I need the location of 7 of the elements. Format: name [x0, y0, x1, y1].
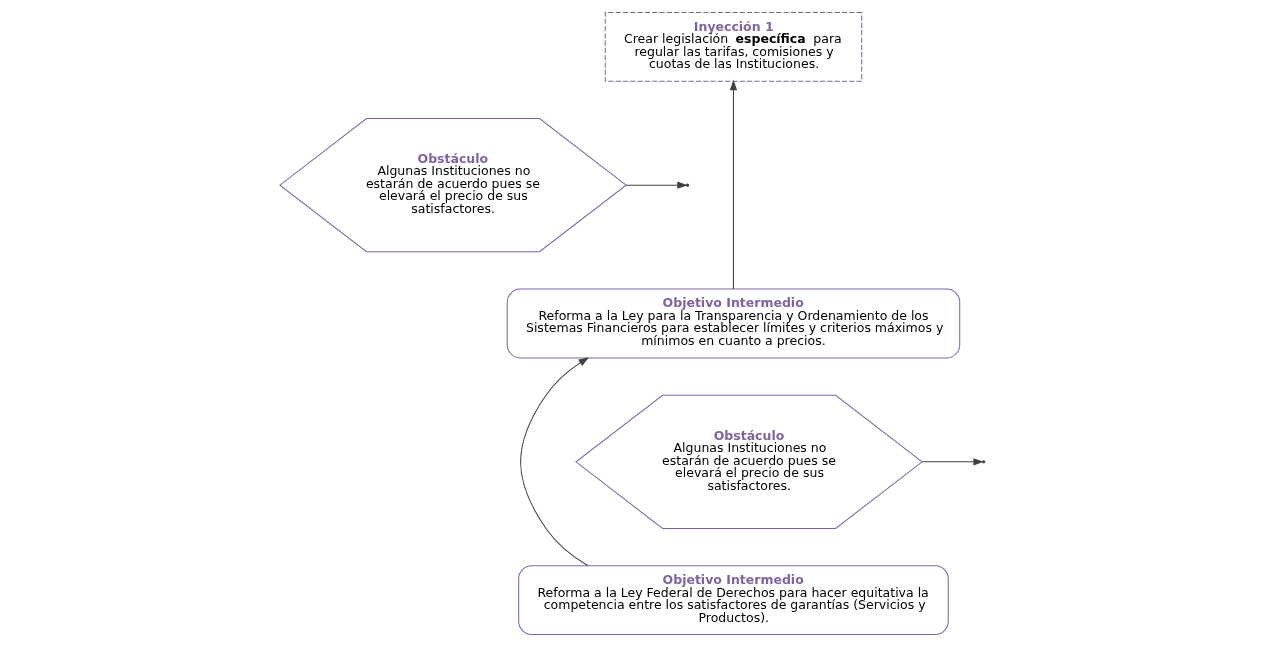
arrow [625, 181, 688, 189]
node-box: Objetivo Intermedio Reforma a la Ley para la Transparencia y Ordenamiento de los Sistemas Financieros para establecer límites y criterios máximos y mínimos en cuanto a precios. [506, 288, 960, 359]
arrow [921, 458, 984, 466]
arrow [519, 357, 589, 567]
node-box: Inyección 1 Crear legislación específica para regular las tarifas, comisiones y cuotas de las Instituciones. [604, 11, 862, 82]
arrow [729, 79, 737, 290]
node-box: Objetivo Intermedio Reforma a la Ley Federal de Derechos para hacer equitativa la competencia entre los satisfactores de garantías (Servicios y Productos). [517, 565, 949, 636]
